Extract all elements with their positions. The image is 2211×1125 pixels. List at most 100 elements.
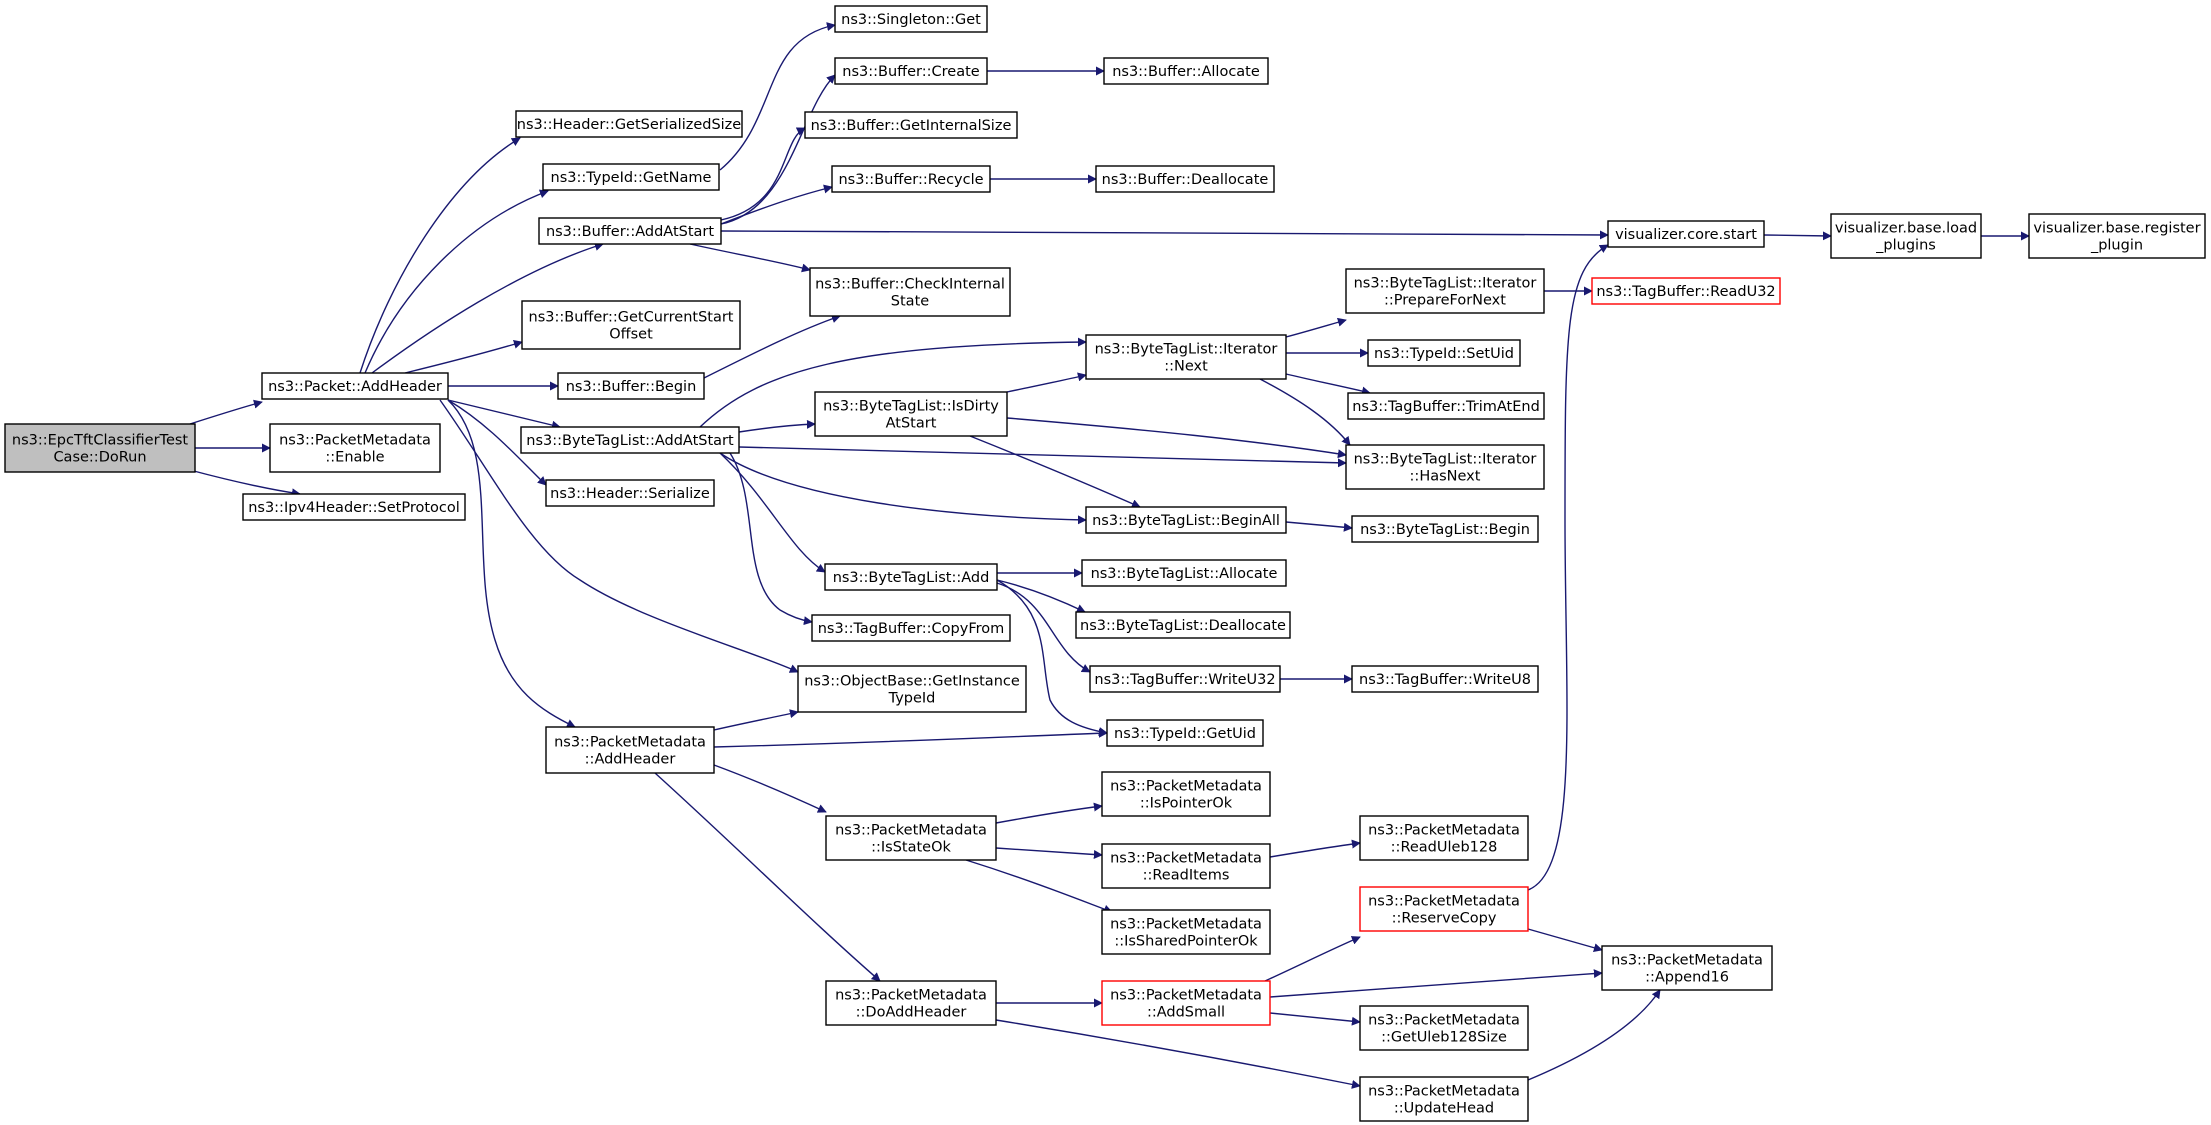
node-btl-deallocate[interactable]: ns3::ByteTagList::Deallocate bbox=[1075, 611, 1291, 639]
node-hdr-serialize[interactable]: ns3::Header::Serialize bbox=[545, 479, 715, 507]
node-pkt-addheader[interactable]: ns3::Packet::AddHeader bbox=[261, 372, 449, 400]
edge-path bbox=[995, 802, 1103, 824]
edge-path bbox=[720, 127, 806, 221]
node-vis-load-plugins[interactable]: visualizer.base.load_plugins bbox=[1830, 213, 1982, 259]
node-typeid-setuid[interactable]: ns3::TypeId::SetUid bbox=[1367, 339, 1521, 367]
node-label-line: ns3::TypeId::GetUid bbox=[1114, 726, 1256, 742]
call-edge-pm-addheader-to-ob-getinstancetypeid bbox=[713, 709, 799, 731]
node-pm-reservecopy[interactable]: ns3::PacketMetadata::ReserveCopy bbox=[1359, 886, 1529, 932]
call-edge-pm-doaddheader-to-pm-updatehead bbox=[995, 1019, 1361, 1089]
node-pm-issharedpointerok[interactable]: ns3::PacketMetadata::IsSharedPointerOk bbox=[1101, 909, 1271, 955]
node-label-line: ns3::Buffer::GetCurrentStart bbox=[529, 310, 734, 326]
node-btl-allocate[interactable]: ns3::ByteTagList::Allocate bbox=[1081, 559, 1287, 587]
node-tb-writeu32[interactable]: ns3::TagBuffer::WriteU32 bbox=[1089, 665, 1281, 693]
node-tb-readu32[interactable]: ns3::TagBuffer::ReadU32 bbox=[1591, 277, 1781, 305]
node-btl-it-next[interactable]: ns3::ByteTagList::Iterator::Next bbox=[1085, 334, 1287, 380]
node-pm-ispointerok[interactable]: ns3::PacketMetadata::IsPointerOk bbox=[1101, 771, 1271, 817]
call-edge-pm-reservecopy-to-vis-core-start bbox=[1527, 244, 1609, 891]
node-typeid-getname[interactable]: ns3::TypeId::GetName bbox=[542, 163, 720, 191]
node-label-line: ns3::TagBuffer::WriteU32 bbox=[1094, 672, 1275, 688]
call-edge-pm-reservecopy-to-pm-append16 bbox=[1527, 928, 1603, 953]
node-label-line: ns3::PacketMetadata bbox=[1110, 988, 1262, 1004]
node-box bbox=[545, 726, 715, 774]
edge-path bbox=[996, 579, 1086, 613]
node-btl-begin[interactable]: ns3::ByteTagList::Begin bbox=[1351, 515, 1539, 543]
node-buf-deallocate[interactable]: ns3::Buffer::Deallocate bbox=[1095, 165, 1275, 193]
node-box bbox=[1345, 268, 1545, 314]
node-label-line: ns3::ByteTagList::Allocate bbox=[1091, 566, 1278, 582]
node-btl-addatstart[interactable]: ns3::ByteTagList::AddAtStart bbox=[520, 426, 740, 454]
call-edge-buf-addatstart-to-buf-create bbox=[720, 74, 836, 225]
node-btl-beginall[interactable]: ns3::ByteTagList::BeginAll bbox=[1085, 506, 1287, 534]
node-label-line: Offset bbox=[609, 327, 653, 343]
node-label-line: ns3::ByteTagList::Add bbox=[833, 570, 990, 586]
node-ipv4-setprotocol[interactable]: ns3::Ipv4Header::SetProtocol bbox=[242, 493, 466, 521]
node-buf-create[interactable]: ns3::Buffer::Create bbox=[834, 57, 988, 85]
node-pm-isstateok[interactable]: ns3::PacketMetadata::IsStateOk bbox=[825, 815, 997, 861]
node-pm-addsmall[interactable]: ns3::PacketMetadata::AddSmall bbox=[1101, 980, 1271, 1026]
edge-path bbox=[713, 764, 827, 813]
node-pm-enable[interactable]: ns3::PacketMetadata::Enable bbox=[269, 423, 441, 473]
node-buf-getinternalsize[interactable]: ns3::Buffer::GetInternalSize bbox=[804, 111, 1018, 139]
edge-path bbox=[1527, 928, 1603, 953]
node-buf-addatstart[interactable]: ns3::Buffer::AddAtStart bbox=[538, 217, 722, 245]
node-tb-trimatend[interactable]: ns3::TagBuffer::TrimAtEnd bbox=[1347, 392, 1545, 420]
edge-path bbox=[738, 446, 1347, 468]
node-buf-recycle[interactable]: ns3::Buffer::Recycle bbox=[831, 165, 991, 193]
call-edge-pkt-addheader-to-buf-addatstart bbox=[371, 242, 604, 374]
node-tb-writeu8[interactable]: ns3::TagBuffer::WriteU8 bbox=[1351, 665, 1539, 693]
node-box bbox=[1351, 515, 1539, 543]
edge-path bbox=[1264, 936, 1361, 982]
node-box bbox=[825, 815, 997, 861]
node-box bbox=[4, 423, 196, 473]
call-edge-btl-addatstart-to-btl-add bbox=[719, 452, 826, 573]
call-edge-pkt-addheader-to-pm-addheader bbox=[447, 399, 576, 728]
node-pm-readitems[interactable]: ns3::PacketMetadata::ReadItems bbox=[1101, 843, 1271, 889]
node-box bbox=[804, 111, 1018, 139]
node-pm-append16[interactable]: ns3::PacketMetadata::Append16 bbox=[1601, 945, 1773, 991]
node-pm-addheader[interactable]: ns3::PacketMetadata::AddHeader bbox=[545, 726, 715, 774]
node-box bbox=[1359, 815, 1529, 861]
node-pm-readuleb128[interactable]: ns3::PacketMetadata::ReadUleb128 bbox=[1359, 815, 1529, 861]
node-label-line: ns3::Singleton::Get bbox=[841, 12, 981, 28]
node-box bbox=[1085, 506, 1287, 534]
edge-path bbox=[447, 399, 576, 728]
node-singleton-get[interactable]: ns3::Singleton::Get bbox=[834, 5, 988, 33]
node-box bbox=[261, 372, 449, 400]
node-label-line: ns3::TypeId::GetName bbox=[551, 170, 712, 186]
node-btl-it-preparefornext[interactable]: ns3::ByteTagList::Iterator::PrepareForNe… bbox=[1345, 268, 1545, 314]
node-hdr-getserializedsize[interactable]: ns3::Header::GetSerializedSize bbox=[515, 110, 743, 138]
node-typeid-getuid[interactable]: ns3::TypeId::GetUid bbox=[1106, 719, 1264, 747]
edge-path bbox=[720, 184, 833, 225]
node-pm-updatehead[interactable]: ns3::PacketMetadata::UpdateHead bbox=[1359, 1076, 1529, 1122]
node-pm-doaddheader[interactable]: ns3::PacketMetadata::DoAddHeader bbox=[825, 980, 997, 1026]
node-label-line: ns3::ByteTagList::BeginAll bbox=[1092, 513, 1280, 529]
node-vis-core-start[interactable]: visualizer.core.start bbox=[1607, 220, 1765, 248]
node-label-line: ns3::Buffer::Allocate bbox=[1112, 64, 1260, 80]
node-label-line: ns3::TagBuffer::WriteU8 bbox=[1359, 672, 1531, 688]
edge-path bbox=[1006, 417, 1347, 459]
node-btl-add[interactable]: ns3::ByteTagList::Add bbox=[824, 563, 998, 591]
node-btl-it-hasnext[interactable]: ns3::ByteTagList::Iterator::HasNext bbox=[1345, 444, 1545, 490]
call-edge-btl-addatstart-to-tb-copyfrom bbox=[729, 452, 813, 626]
node-label-line: ns3::Ipv4Header::SetProtocol bbox=[248, 500, 460, 516]
node-buf-begin[interactable]: ns3::Buffer::Begin bbox=[557, 372, 705, 400]
call-edge-pm-addheader-to-typeid-getuid bbox=[713, 728, 1108, 748]
node-box bbox=[811, 614, 1011, 642]
node-box bbox=[515, 110, 743, 138]
node-label-line: ns3::PacketMetadata bbox=[1110, 779, 1262, 795]
node-tb-copyfrom[interactable]: ns3::TagBuffer::CopyFrom bbox=[811, 614, 1011, 642]
node-box bbox=[1607, 220, 1765, 248]
node-pm-getuleb128size[interactable]: ns3::PacketMetadata::GetUleb128Size bbox=[1359, 1005, 1529, 1051]
call-edge-pkt-addheader-to-btl-addatstart bbox=[447, 399, 561, 430]
node-buf-allocate[interactable]: ns3::Buffer::Allocate bbox=[1103, 57, 1269, 85]
edge-path bbox=[703, 314, 841, 379]
node-label-line: ns3::ByteTagList::Begin bbox=[1360, 522, 1530, 538]
node-vis-register-plugin[interactable]: visualizer.base.register_plugin bbox=[2028, 213, 2206, 259]
call-edge-pkt-addheader-to-hdr-getserializedsize bbox=[359, 137, 521, 374]
